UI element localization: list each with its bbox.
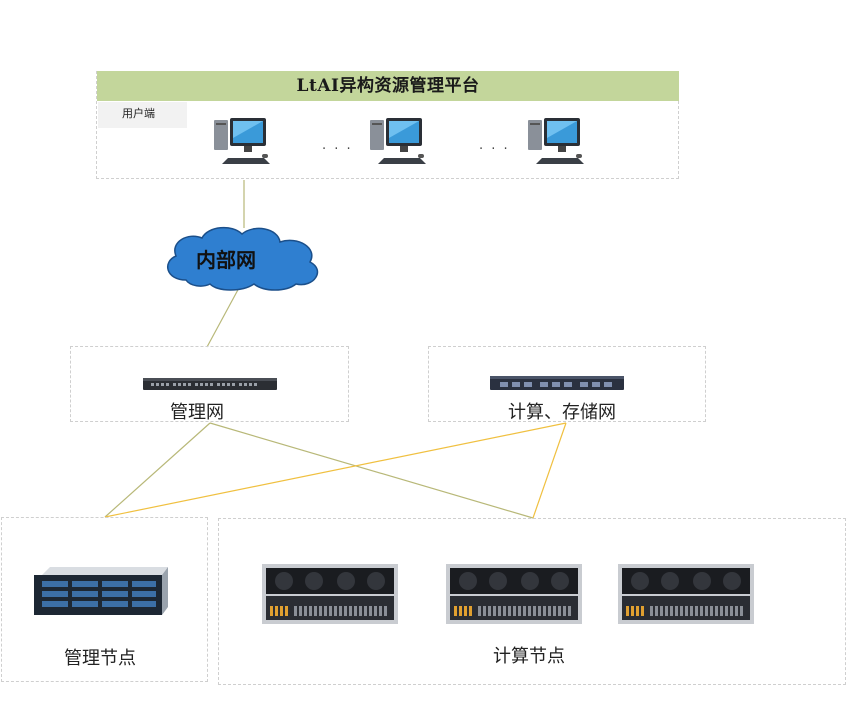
mgmt-network-box (70, 346, 349, 422)
user-computer-icon (214, 118, 270, 164)
user-ellipsis: · · · (479, 142, 510, 157)
compute-server-icon (262, 564, 398, 624)
mgmt-network-label: 管理网 (170, 402, 224, 423)
compute-server-icon (618, 564, 754, 624)
user-zone-label: 用户端 (98, 102, 187, 128)
user-ellipsis: · · · (322, 142, 353, 157)
cloud-label: 内部网 (196, 248, 256, 272)
mgmt-switch-icon (143, 378, 277, 390)
compute-node-box (218, 518, 846, 685)
compute-network-box (428, 346, 706, 422)
platform-title-banner: LtAI异构资源管理平台 (97, 71, 679, 101)
user-computer-icon (370, 118, 426, 164)
compute-switch-icon (490, 376, 624, 390)
compute-network-label: 计算、存储网 (508, 402, 616, 423)
compute-server-icon (446, 564, 582, 624)
cloud-icon (166, 226, 319, 291)
mgmt-node-box (1, 517, 208, 682)
mgmt-switch-to-compute-node-line (209, 422, 534, 519)
mgmt-switch-to-mgmt-node-line (104, 422, 211, 518)
mgmt-node-label: 管理节点 (64, 648, 136, 669)
compute-node-label: 计算节点 (493, 646, 565, 667)
compute-switch-to-mgmt-node-line (104, 422, 567, 518)
user-computer-icon (528, 118, 584, 164)
cloud-to-mgmt-switch-line (206, 285, 241, 348)
compute-switch-to-compute-node-line (532, 422, 567, 519)
mgmt-server-icon (34, 567, 168, 615)
